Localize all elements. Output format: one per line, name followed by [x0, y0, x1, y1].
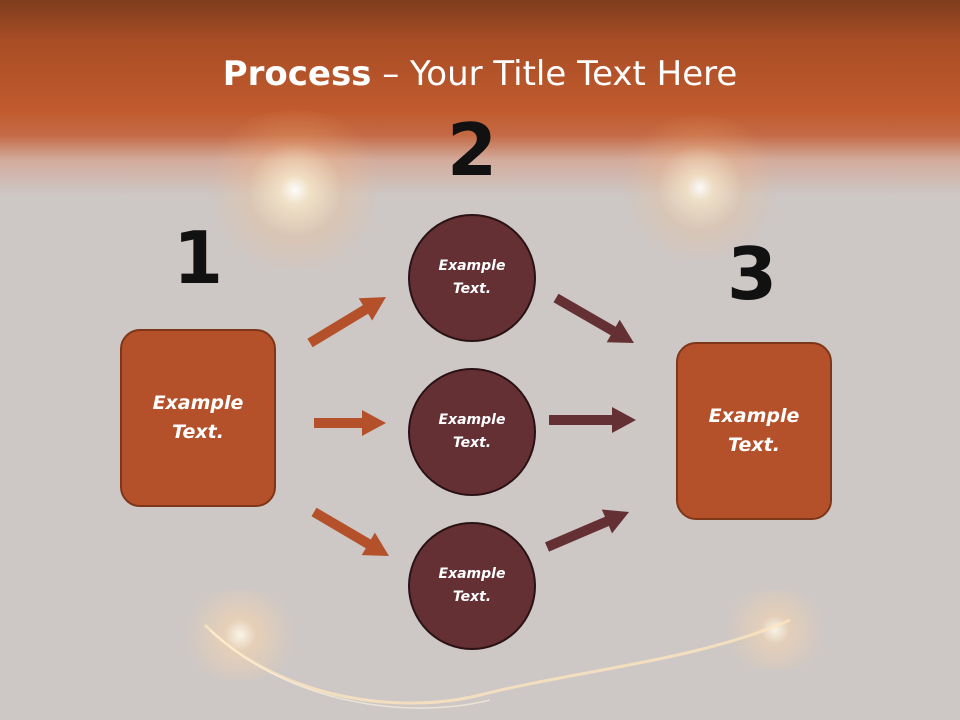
step-2-circle-bottom[interactable]: Example Text. [408, 522, 536, 650]
step-1-box[interactable]: Example Text. [120, 329, 276, 507]
step-1-label: Example Text. [152, 392, 244, 443]
circle-bottom-label: Example Text. [438, 566, 506, 605]
circle-top-label: Example Text. [438, 258, 506, 297]
arrow-right-1 [314, 410, 386, 436]
step-2-circle-middle[interactable]: Example Text. [408, 368, 536, 496]
step-2-circle-top[interactable]: Example Text. [408, 214, 536, 342]
slide-title: Process – Your Title Text Here [0, 52, 960, 96]
arrow-right-down-1 [311, 507, 389, 556]
arrow-right-down-2 [553, 293, 634, 343]
header-band [0, 0, 960, 200]
title-rest: – Your Title Text Here [371, 54, 738, 94]
arrow-right-2 [549, 407, 636, 433]
step-number-3: 3 [726, 232, 778, 316]
step-number-2: 2 [446, 108, 498, 192]
circle-middle-label: Example Text. [438, 412, 506, 451]
step-3-box[interactable]: Example Text. [676, 342, 832, 520]
arrow-right-up-2 [545, 509, 629, 552]
arrow-right-up-1 [307, 297, 386, 348]
step-3-label: Example Text. [708, 405, 800, 456]
title-bold: Process [222, 54, 372, 94]
step-number-1: 1 [172, 216, 224, 300]
